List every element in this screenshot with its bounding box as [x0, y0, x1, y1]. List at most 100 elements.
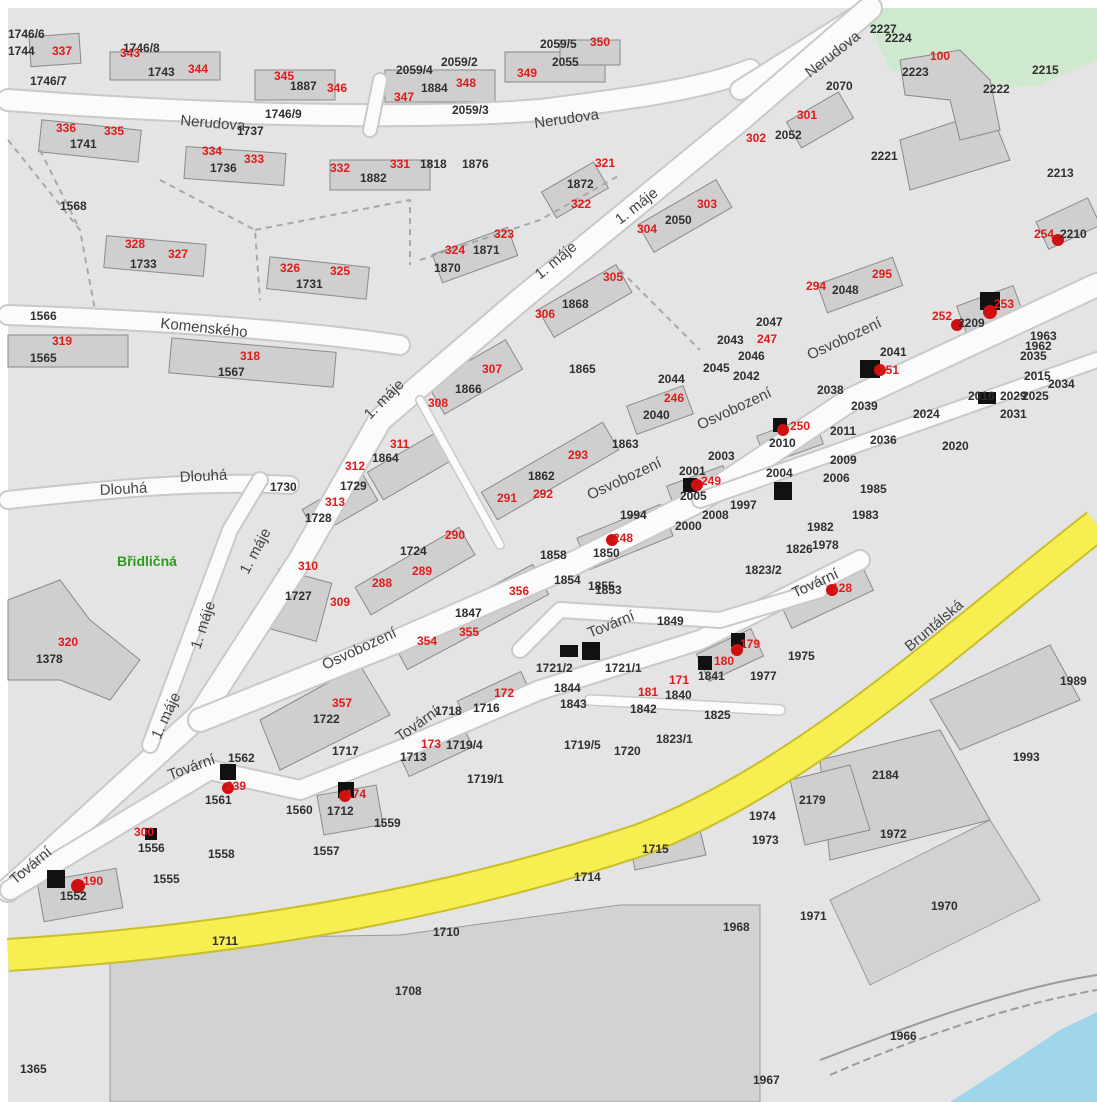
plot-number: 1737: [237, 124, 264, 138]
plot-number: 2008: [702, 508, 729, 522]
house-number[interactable]: 345: [274, 69, 294, 83]
house-number[interactable]: 343: [120, 46, 140, 60]
house-number[interactable]: 327: [168, 247, 188, 261]
plot-number: 1728: [305, 511, 332, 525]
plot-number: 2029: [1000, 389, 1027, 403]
house-number[interactable]: 350: [590, 35, 610, 49]
house-number[interactable]: 302: [746, 131, 766, 145]
house-number[interactable]: 311: [390, 437, 410, 451]
house-number[interactable]: 348: [456, 76, 476, 90]
house-number[interactable]: 325: [330, 264, 350, 278]
house-number[interactable]: 306: [535, 307, 555, 321]
house-number[interactable]: 292: [533, 487, 553, 501]
plot-number: 2004: [766, 466, 793, 480]
house-number[interactable]: 318: [240, 349, 260, 363]
house-number[interactable]: 288: [372, 576, 392, 590]
house-number[interactable]: 308: [428, 396, 448, 410]
house-number[interactable]: 328: [125, 237, 145, 251]
house-number[interactable]: 304: [637, 222, 657, 236]
house-number[interactable]: 332: [330, 161, 350, 175]
plot-number: 2011: [830, 424, 856, 438]
house-number[interactable]: 337: [52, 44, 72, 58]
house-number[interactable]: 250: [790, 419, 810, 433]
house-number[interactable]: 174: [346, 787, 366, 801]
house-number[interactable]: 333: [244, 152, 264, 166]
plot-number: 1862: [528, 469, 555, 483]
house-number[interactable]: 334: [202, 144, 222, 158]
house-number[interactable]: 349: [517, 66, 537, 80]
house-number[interactable]: 247: [757, 332, 777, 346]
house-number[interactable]: 324: [445, 243, 465, 257]
house-number[interactable]: 305: [603, 270, 623, 284]
house-number[interactable]: 301: [797, 108, 817, 122]
house-number[interactable]: 347: [394, 90, 414, 104]
house-number[interactable]: 289: [412, 564, 432, 578]
house-number[interactable]: 331: [390, 157, 410, 171]
house-number[interactable]: 295: [872, 267, 892, 281]
house-number[interactable]: 326: [280, 261, 300, 275]
plot-number: 2035: [1020, 349, 1047, 363]
plot-number: 1744: [8, 44, 35, 58]
house-number[interactable]: 323: [494, 227, 514, 241]
house-number[interactable]: 309: [330, 595, 350, 609]
plot-number: 1884: [421, 81, 448, 95]
house-number[interactable]: 355: [459, 625, 479, 639]
house-number[interactable]: 190: [83, 874, 103, 888]
plot-number: 2001: [679, 464, 706, 478]
house-number[interactable]: 357: [332, 696, 352, 710]
plot-number: 2042: [733, 369, 760, 383]
house-number[interactable]: 336: [56, 121, 76, 135]
house-number[interactable]: 346: [327, 81, 347, 95]
plot-number: 1727: [285, 589, 312, 603]
plot-number: 2059/2: [441, 55, 478, 69]
house-number[interactable]: 290: [445, 528, 465, 542]
house-number[interactable]: 294: [806, 279, 826, 293]
house-number[interactable]: 321: [595, 156, 615, 170]
house-number[interactable]: 354: [417, 634, 437, 648]
house-number[interactable]: 335: [104, 124, 124, 138]
house-number[interactable]: 171: [669, 673, 689, 687]
house-number[interactable]: 172: [494, 686, 514, 700]
house-number[interactable]: 313: [325, 495, 345, 509]
plot-number: 1887: [290, 79, 317, 93]
plot-number: 1866: [455, 382, 482, 396]
house-number[interactable]: 249: [701, 474, 721, 488]
house-number[interactable]: 128: [832, 581, 852, 595]
plot-number: 2070: [826, 79, 853, 93]
house-number[interactable]: 179: [740, 637, 760, 651]
plot-number: 1971: [800, 909, 827, 923]
house-number[interactable]: 307: [482, 362, 502, 376]
plot-number: 1853: [595, 583, 622, 597]
plot-number: 1994: [620, 508, 647, 522]
house-number[interactable]: 253: [994, 297, 1014, 311]
plot-number: 1559: [374, 816, 401, 830]
house-number[interactable]: 252: [932, 309, 952, 323]
house-number[interactable]: 181: [638, 685, 658, 699]
house-number[interactable]: 344: [188, 62, 208, 76]
house-number[interactable]: 319: [52, 334, 72, 348]
house-number[interactable]: 310: [298, 559, 318, 573]
house-number[interactable]: 239: [226, 779, 246, 793]
plot-number: 1973: [752, 833, 779, 847]
house-number[interactable]: 291: [497, 491, 517, 505]
plot-number: 2059/5: [540, 37, 577, 51]
house-number[interactable]: 180: [714, 654, 734, 668]
house-number[interactable]: 246: [664, 391, 684, 405]
plot-number: 1560: [286, 803, 313, 817]
plot-number: 1711: [212, 934, 238, 948]
house-number[interactable]: 312: [345, 459, 365, 473]
house-number[interactable]: 356: [509, 584, 529, 598]
plot-number: 1967: [753, 1073, 780, 1087]
house-number[interactable]: 248: [613, 531, 633, 545]
plot-number: 2036: [870, 433, 897, 447]
house-number[interactable]: 322: [571, 197, 591, 211]
house-number[interactable]: 300: [134, 825, 154, 839]
house-number[interactable]: 254: [1034, 227, 1054, 241]
house-number[interactable]: 251: [879, 363, 899, 377]
house-number[interactable]: 293: [568, 448, 588, 462]
house-number[interactable]: 320: [58, 635, 78, 649]
house-number[interactable]: 303: [697, 197, 717, 211]
house-number[interactable]: 173: [421, 737, 441, 751]
house-number[interactable]: 100: [930, 49, 950, 63]
